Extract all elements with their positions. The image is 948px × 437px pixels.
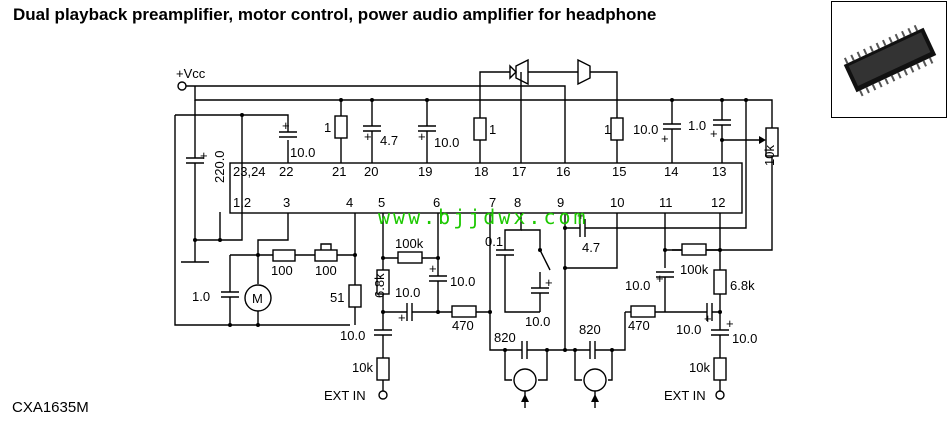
- pin-3: 3: [283, 195, 290, 210]
- r10k-right-value: 10k: [689, 360, 710, 375]
- c8-value: 10.0: [525, 314, 550, 329]
- svg-text:+: +: [545, 275, 553, 290]
- c820-right-value: 820: [579, 322, 601, 337]
- svg-text:+: +: [661, 131, 669, 146]
- r100b-value: 100: [315, 263, 337, 278]
- pin-15: 15: [612, 164, 626, 179]
- pin-18: 18: [474, 164, 488, 179]
- r10k-left-value: 10k: [352, 360, 373, 375]
- pin-20: 20: [364, 164, 378, 179]
- ext-in-right-label: EXT IN: [664, 388, 706, 403]
- c13-value: 1.0: [688, 118, 706, 133]
- pin-6: 6: [433, 195, 440, 210]
- svg-text:+: +: [704, 311, 712, 326]
- svg-text:+: +: [710, 126, 718, 141]
- c820-left-value: 820: [494, 330, 516, 345]
- r100a-value: 100: [271, 263, 293, 278]
- watermark: www.bjjdwx.com: [378, 205, 589, 229]
- c-motor-value: 1.0: [192, 289, 210, 304]
- c01-value: 0.1: [485, 234, 503, 249]
- c14-value: 10.0: [633, 122, 658, 137]
- pin-17: 17: [512, 164, 526, 179]
- pin-21: 21: [332, 164, 346, 179]
- pin-12: 12: [711, 195, 725, 210]
- ic-body: [229, 162, 743, 214]
- svg-text:+: +: [577, 208, 585, 223]
- r15-value: 1: [604, 122, 611, 137]
- svg-text:+: +: [726, 316, 734, 331]
- svg-text:+: +: [418, 129, 426, 144]
- playback-head-right-icon: [583, 368, 607, 392]
- ext-in-right-terminal: [715, 390, 725, 400]
- pin-16: 16: [556, 164, 570, 179]
- c-in-right-value: 10.0: [676, 322, 701, 337]
- r470-right-value: 470: [628, 318, 650, 333]
- svg-text:+: +: [364, 129, 372, 144]
- playback-head-left-icon: [513, 368, 537, 392]
- c220-value: 220.0: [212, 150, 227, 183]
- pin-10: 10: [610, 195, 624, 210]
- ext-in-left-terminal: [378, 390, 388, 400]
- vcc-label: +Vcc: [176, 66, 206, 81]
- c-ext-left-value: 10.0: [340, 328, 365, 343]
- c11-value: 10.0: [625, 278, 650, 293]
- c-ext-right-value: 10.0: [732, 331, 757, 346]
- pin-23-24: 23,24: [233, 164, 266, 179]
- pin-11: 11: [659, 195, 673, 210]
- svg-text:+: +: [656, 271, 664, 286]
- chip-package-illustration: [831, 1, 947, 118]
- ext-in-left-label: EXT IN: [324, 388, 366, 403]
- c6-value: 10.0: [450, 274, 475, 289]
- svg-text:+: +: [200, 148, 208, 163]
- svg-text:+: +: [398, 310, 406, 325]
- pin-19: 19: [418, 164, 432, 179]
- pin-7: 7: [489, 195, 496, 210]
- chip-package-icon: [843, 24, 937, 97]
- motor-label: M: [252, 291, 263, 306]
- pin-8: 8: [514, 195, 521, 210]
- r21-value: 1: [324, 120, 331, 135]
- pin-14: 14: [664, 164, 678, 179]
- part-number: CXA1635M: [12, 399, 89, 416]
- diagram-title: Dual playback preamplifier, motor contro…: [13, 5, 657, 24]
- svg-text:+: +: [282, 118, 290, 133]
- r51-value: 51: [330, 290, 344, 305]
- pin-13: 13: [712, 164, 726, 179]
- c20-value: 4.7: [380, 133, 398, 148]
- pin-9: 9: [557, 195, 564, 210]
- vcc-terminal: [177, 81, 187, 91]
- svg-text:+: +: [429, 261, 437, 276]
- r68k-left-value: 6.8k: [372, 273, 387, 298]
- r100k-right-value: 100k: [680, 262, 709, 277]
- r470-left-value: 470: [452, 318, 474, 333]
- c-in-left-value: 10.0: [395, 285, 420, 300]
- c22-value: 10.0: [290, 145, 315, 160]
- pin-22: 22: [279, 164, 293, 179]
- r100k-left-value: 100k: [395, 236, 424, 251]
- pot-value: 10k: [762, 145, 777, 166]
- r68k-right-value: 6.8k: [730, 278, 755, 293]
- c19-value: 10.0: [434, 135, 459, 150]
- r18-value: 1: [489, 122, 496, 137]
- c47-value: 4.7: [582, 240, 600, 255]
- pin-5: 5: [378, 195, 385, 210]
- pin-4: 4: [346, 195, 353, 210]
